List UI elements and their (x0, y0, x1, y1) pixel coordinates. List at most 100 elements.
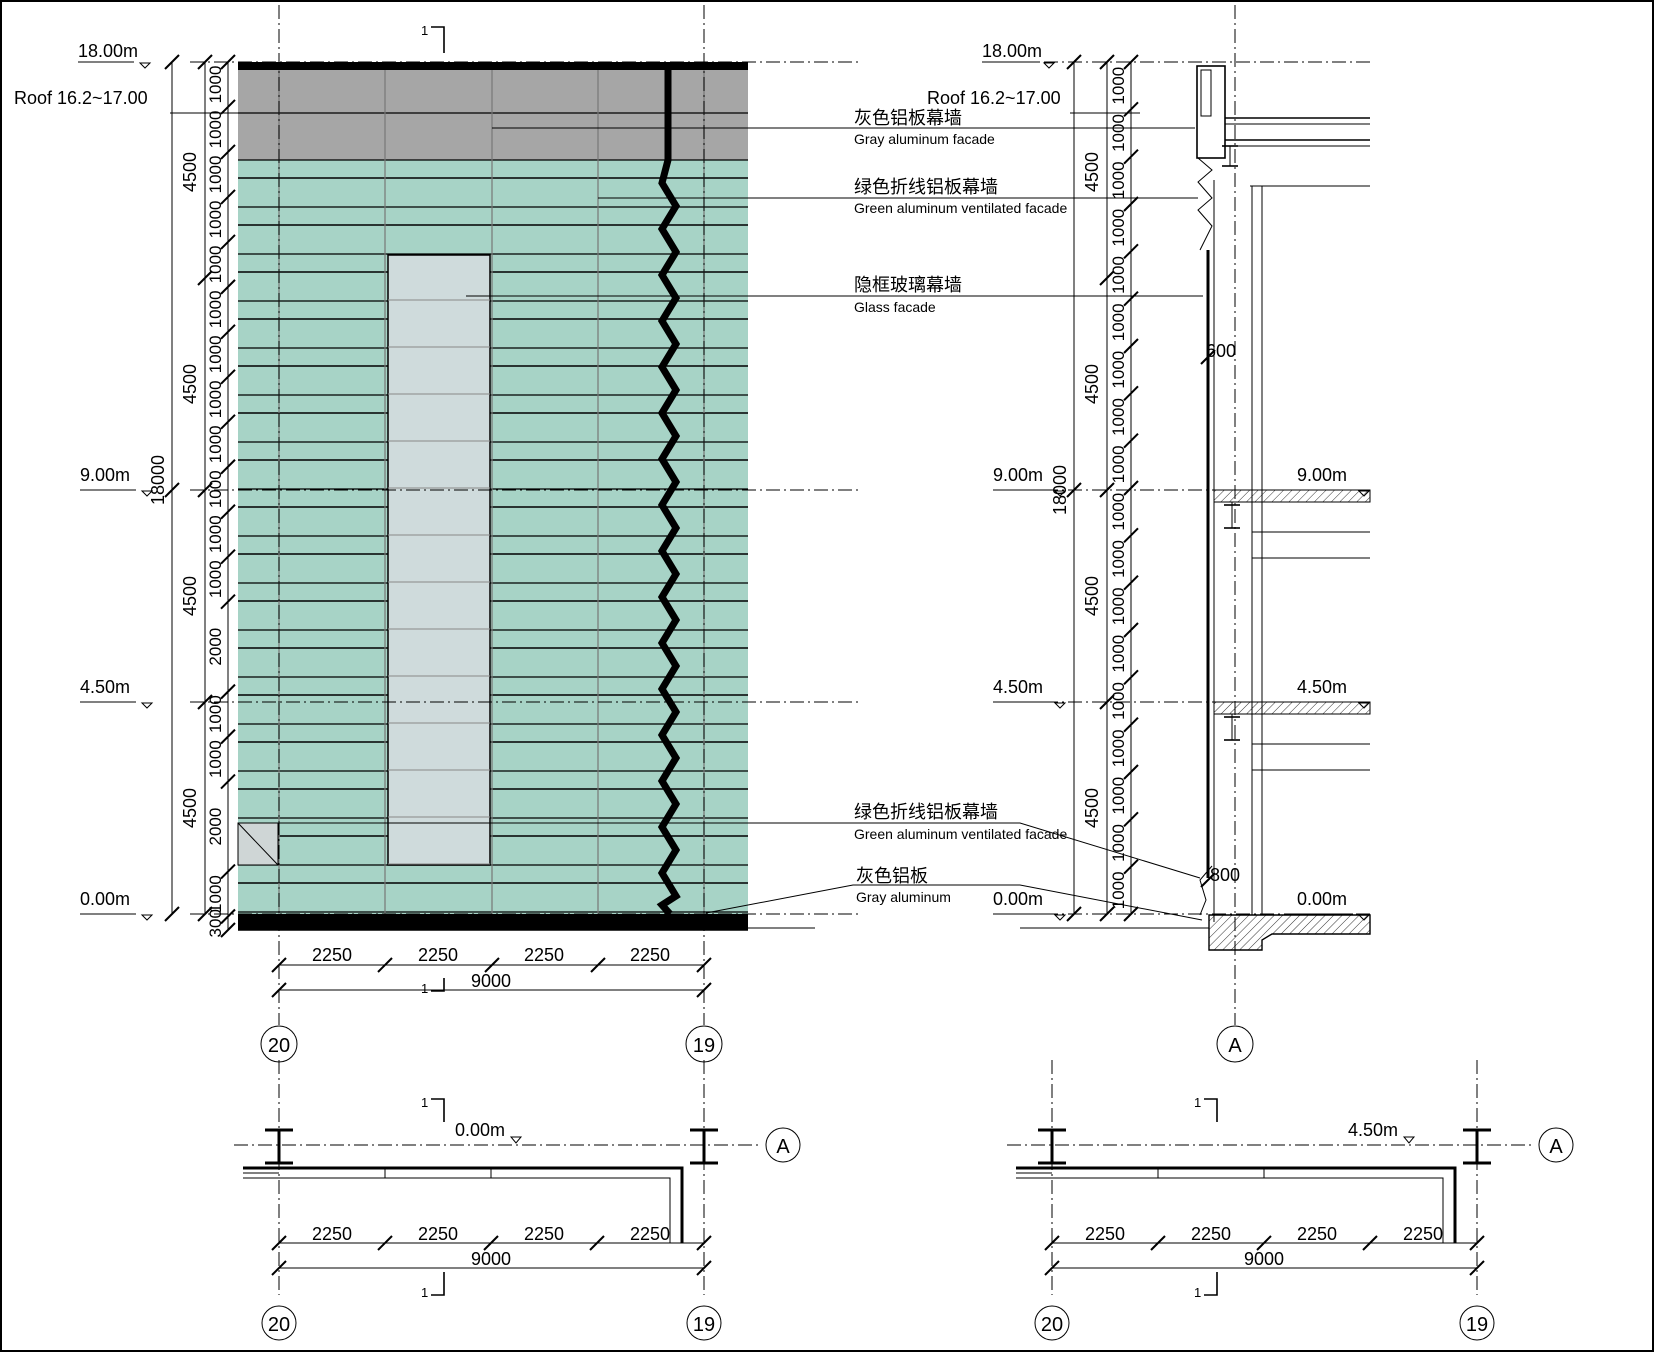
slab-4-5 (1213, 701, 1371, 715)
plan-wall-outer (1016, 1166, 1457, 1243)
panel-tick (220, 324, 236, 340)
overall-height-dim: 18000 (148, 455, 168, 505)
sec-level-mark-2-triangle (1053, 702, 1067, 709)
elevation-level-labels: 18.00m 9.00m 4.50m 0.00m Roof 16.2~17.00 (14, 41, 148, 909)
sec-segment-dim-3: 4500 (1082, 576, 1102, 616)
sec-panel-tick (1123, 858, 1139, 875)
segment-tick-2 (197, 482, 213, 498)
plan-axis-bubble-20 (1034, 1305, 1070, 1341)
panel-dim-label: 1000 (206, 740, 225, 778)
level-label-0: 0.00m (80, 889, 130, 909)
plan-bay-dim-1: 2250 (312, 1224, 352, 1244)
sec-level-mark-3-triangle (1053, 914, 1067, 921)
panel-tick (220, 683, 236, 700)
plan-bay-dim-1: 2250 (1085, 1224, 1125, 1244)
elevation-level-marks (78, 61, 154, 921)
callout-5-cn: 灰色铝板 (856, 866, 928, 887)
sec-segment-tick-4 (1099, 906, 1115, 922)
total-tick-0 (271, 982, 287, 998)
glass-facade-panel (387, 254, 491, 866)
sec-panel-tick (1123, 480, 1139, 496)
segment-tick-4 (197, 906, 213, 922)
bay-dim-1: 2250 (312, 945, 352, 965)
sec-overall-height-dim: 18000 (1050, 465, 1070, 515)
ground-slab (1208, 914, 1371, 951)
panel-dim-label: 1000 (206, 470, 225, 508)
plan-total-tick-0 (271, 1260, 287, 1276)
plan-axis-label-20: 20 (268, 1314, 290, 1336)
plan-axis-label-A: A (776, 1136, 790, 1158)
callout-leader-4 (238, 822, 1201, 879)
plan-bay-tick-2 (483, 1235, 499, 1251)
section-level-labels: 18.00m 9.00m 4.50m 0.00m Roof 16.2~17.00… (927, 41, 1347, 909)
folded-panel-bottom (1199, 865, 1213, 916)
sec-panel-dim-label: 1000 (1109, 351, 1128, 389)
axis-label-20: 20 (268, 1035, 290, 1057)
gray-aluminum-panel-diagonal (237, 822, 279, 866)
sec-panel-tick (1123, 432, 1139, 449)
panel-dim-label: 1000 (206, 875, 225, 913)
sec-panel-dim-label: 1000 (1109, 635, 1128, 673)
sec-overall-tick-1 (1066, 482, 1082, 498)
plan-section-flag-top (431, 1098, 445, 1122)
panel-tick (220, 459, 236, 475)
plan-bay-tick-3 (1362, 1235, 1378, 1251)
callout-leader-5 (705, 884, 1203, 921)
sec-panel-tick (1123, 527, 1139, 544)
sec-panel-tick (1123, 290, 1139, 307)
plan-bay-tick-3 (589, 1235, 605, 1251)
segment-tick-3 (197, 694, 213, 710)
sec-panel-tick (1123, 716, 1139, 733)
section-level-lines (1020, 61, 1370, 915)
elevation-drawing: 18.00m 9.00m 4.50m 0.00m Roof 16.2~17.00… (14, 5, 860, 1063)
sec-panel-dim-label: 1000 (1109, 161, 1128, 199)
section-mark-top-flag (431, 26, 445, 53)
segment-dim-1: 4500 (180, 152, 200, 192)
segment-tick-0 (197, 54, 213, 70)
axis-bubble-A (1216, 1025, 1254, 1063)
offset-bottom-tick (1200, 872, 1216, 888)
plan-total-tick-1 (1469, 1260, 1485, 1276)
plan-bay-tick-0 (271, 1235, 287, 1251)
elevation-vertical-dimensions: 18000 4500 4500 4500 4500 (148, 152, 200, 828)
overall-tick-1 (164, 482, 180, 498)
plan-bay-tick-4 (1469, 1235, 1485, 1251)
break-line (656, 70, 681, 917)
segment-dim-3: 4500 (180, 576, 200, 616)
panel-tick (220, 908, 236, 925)
sec-overall-tick-0 (1066, 54, 1082, 70)
sec-panel-tick (1123, 196, 1139, 212)
sec-level-label-9: 9.00m (993, 465, 1043, 485)
sec-panel-tick (1123, 243, 1139, 260)
plan-section-flag-bottom (431, 1272, 445, 1296)
plan-axis-label-19: 19 (693, 1314, 715, 1336)
parapet-inner (1200, 69, 1212, 117)
plan-section-flag-top (1204, 1098, 1218, 1122)
panel-tick (220, 279, 236, 295)
panel-dim-label: 300 (206, 909, 225, 937)
material-callouts: 灰色铝板幕墙 Gray aluminum facade 绿色折线铝板幕墙 Gre… (238, 108, 1203, 921)
elevation-panels (237, 70, 748, 931)
sec-panel-dim-label: 1000 (1109, 67, 1128, 105)
sec-panel-dim-label: 1000 (1109, 587, 1128, 625)
callout-1-cn: 灰色铝板幕墙 (854, 108, 962, 129)
plan-section-mark-top: 1 (1194, 1095, 1201, 1110)
panel-dim-label: 1000 (206, 156, 225, 194)
plan-axis-bubble-19 (1459, 1305, 1495, 1341)
sec-panel-tick (1123, 622, 1139, 638)
plan-wall-outer (243, 1166, 684, 1243)
plan-bay-tick-4 (696, 1235, 712, 1251)
sec-level-label-18: 18.00m (982, 41, 1042, 61)
plan-bay-dim-4: 2250 (1403, 1224, 1443, 1244)
slab-9 (1213, 489, 1371, 503)
overall-tick-2 (164, 906, 180, 922)
panel-tick (220, 144, 236, 160)
sec-segment-tick-1 (1099, 270, 1115, 286)
panel-dim-label: 1000 (206, 695, 225, 733)
callout-3-en: Glass facade (854, 299, 936, 315)
sec-panel-dim-label: 1000 (1109, 209, 1128, 247)
panel-tick (220, 414, 236, 430)
plan-level-triangle (509, 1136, 523, 1144)
